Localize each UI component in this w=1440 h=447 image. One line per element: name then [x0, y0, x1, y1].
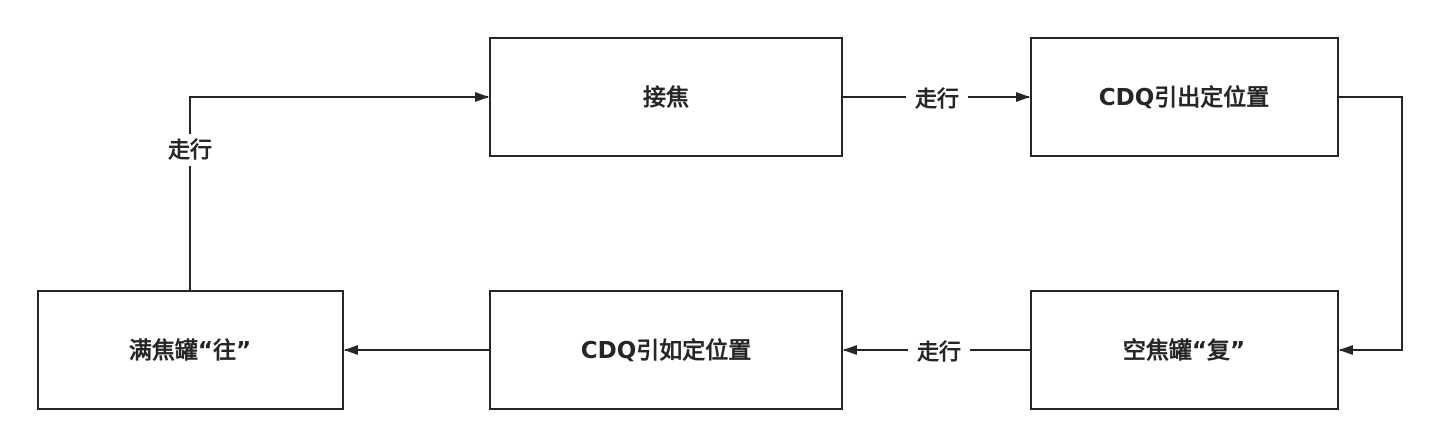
node-jiejiao: 接焦	[489, 37, 843, 157]
edge-label-text: 走行	[917, 340, 961, 366]
node-label: CDQ引出定位置	[1099, 84, 1270, 111]
node-label: 满焦罐“往”	[129, 337, 251, 364]
node-cdq-out: CDQ引出定位置	[1030, 37, 1339, 157]
edge-label-jiejiao-to-cdq-out: 走行	[906, 84, 968, 116]
node-kongjiao: 空焦罐“复”	[1030, 290, 1339, 410]
node-manjiao: 满焦罐“往”	[37, 290, 344, 410]
edge-label-man-to-jiejiao: 走行	[160, 134, 220, 166]
edge-label-text: 走行	[168, 138, 212, 164]
edge-manjiao-to-jiejiao	[189, 92, 489, 291]
node-label: CDQ引如定位置	[581, 337, 752, 364]
node-cdq-in: CDQ引如定位置	[489, 290, 843, 410]
edge-label-text: 走行	[915, 87, 959, 113]
edge-cdq-out-to-kongjiao	[1338, 96, 1403, 355]
node-label: 空焦罐“复”	[1123, 337, 1245, 364]
node-label: 接焦	[643, 84, 689, 111]
edge-label-kong-to-cdq-in: 走行	[908, 337, 970, 369]
